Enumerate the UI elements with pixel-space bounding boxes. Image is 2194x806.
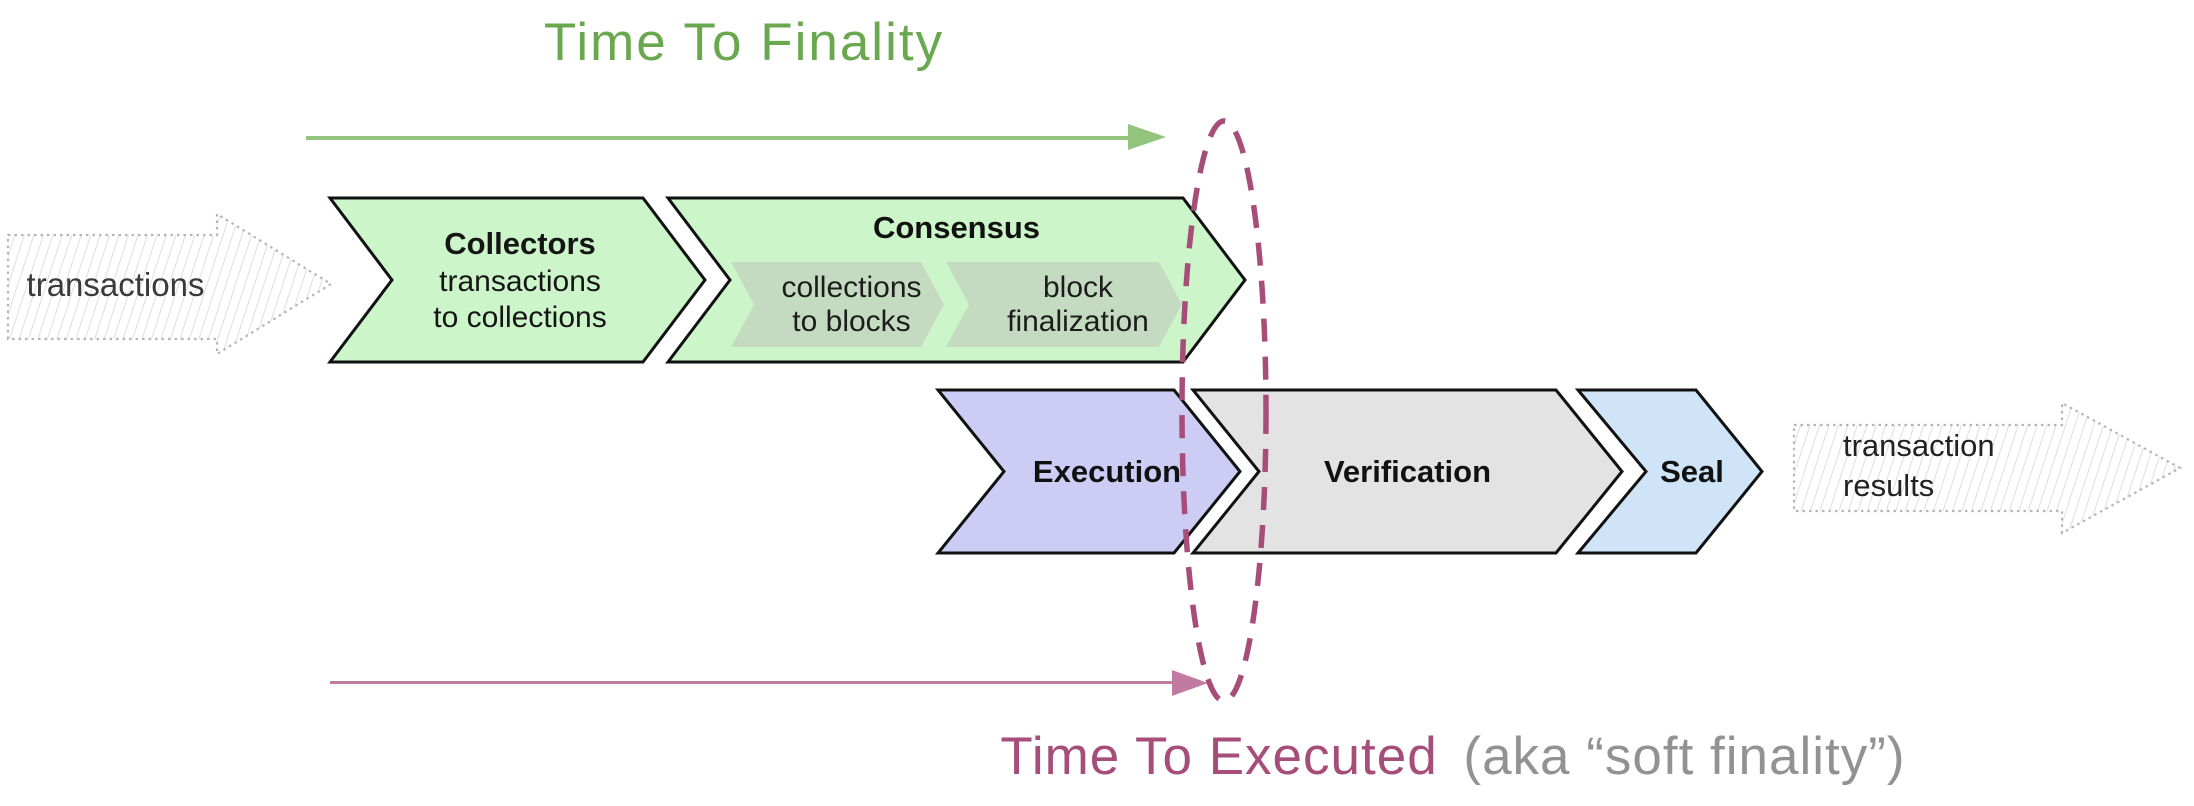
seal-chevron — [1575, 388, 1764, 555]
finality-arrow-line — [306, 136, 1132, 140]
transaction-results-label: transaction results — [1843, 426, 1995, 506]
execution-title: Execution — [1032, 453, 1182, 489]
soft-finality-ellipse — [1179, 118, 1269, 704]
seal-title: Seal — [1660, 453, 1724, 489]
collectors-label-block: Collectors transactions to collections — [335, 200, 705, 360]
executed-arrow-head — [1172, 670, 1208, 696]
soft-finality-note: (aka “soft finality”) — [1463, 727, 1906, 786]
block-finalization-label: block finalization — [946, 262, 1196, 347]
transactions-input-arrow — [6, 212, 334, 356]
block-finalization-line1: block — [1042, 270, 1114, 304]
collectors-subtitle-line1: transactions — [439, 265, 601, 298]
collectors-chevron — [327, 196, 707, 364]
collections-to-blocks-label: collections to blocks — [731, 262, 958, 347]
collectors-title: Collectors — [444, 226, 596, 261]
verification-chevron — [1190, 388, 1624, 555]
block-finalization-line2: finalization — [1007, 304, 1149, 338]
collections-to-blocks-line2: to blocks — [792, 304, 911, 338]
transaction-results-output-arrow — [1792, 401, 2183, 535]
transaction-results-line2: results — [1843, 468, 1935, 503]
collections-to-blocks-line1: collections — [781, 270, 922, 304]
time-to-finality-label: Time To Finality — [543, 13, 945, 72]
time-to-executed-caption: Time To Executed (aka “soft finality”) — [706, 726, 2194, 787]
collectors-subtitle-line2: to collections — [433, 301, 607, 334]
execution-chevron — [935, 388, 1242, 555]
block-finalization-chevron — [946, 262, 1182, 347]
finality-arrow-head — [1128, 124, 1166, 150]
transaction-results-line1: transaction — [1843, 428, 1995, 463]
executed-arrow-line — [330, 681, 1176, 684]
time-to-executed-label: Time To Executed — [1000, 727, 1438, 786]
verification-title: Verification — [1323, 453, 1492, 489]
consensus-title: Consensus — [872, 210, 1041, 245]
transactions-input-label: transactions — [26, 266, 205, 303]
collections-to-blocks-chevron — [731, 262, 944, 347]
